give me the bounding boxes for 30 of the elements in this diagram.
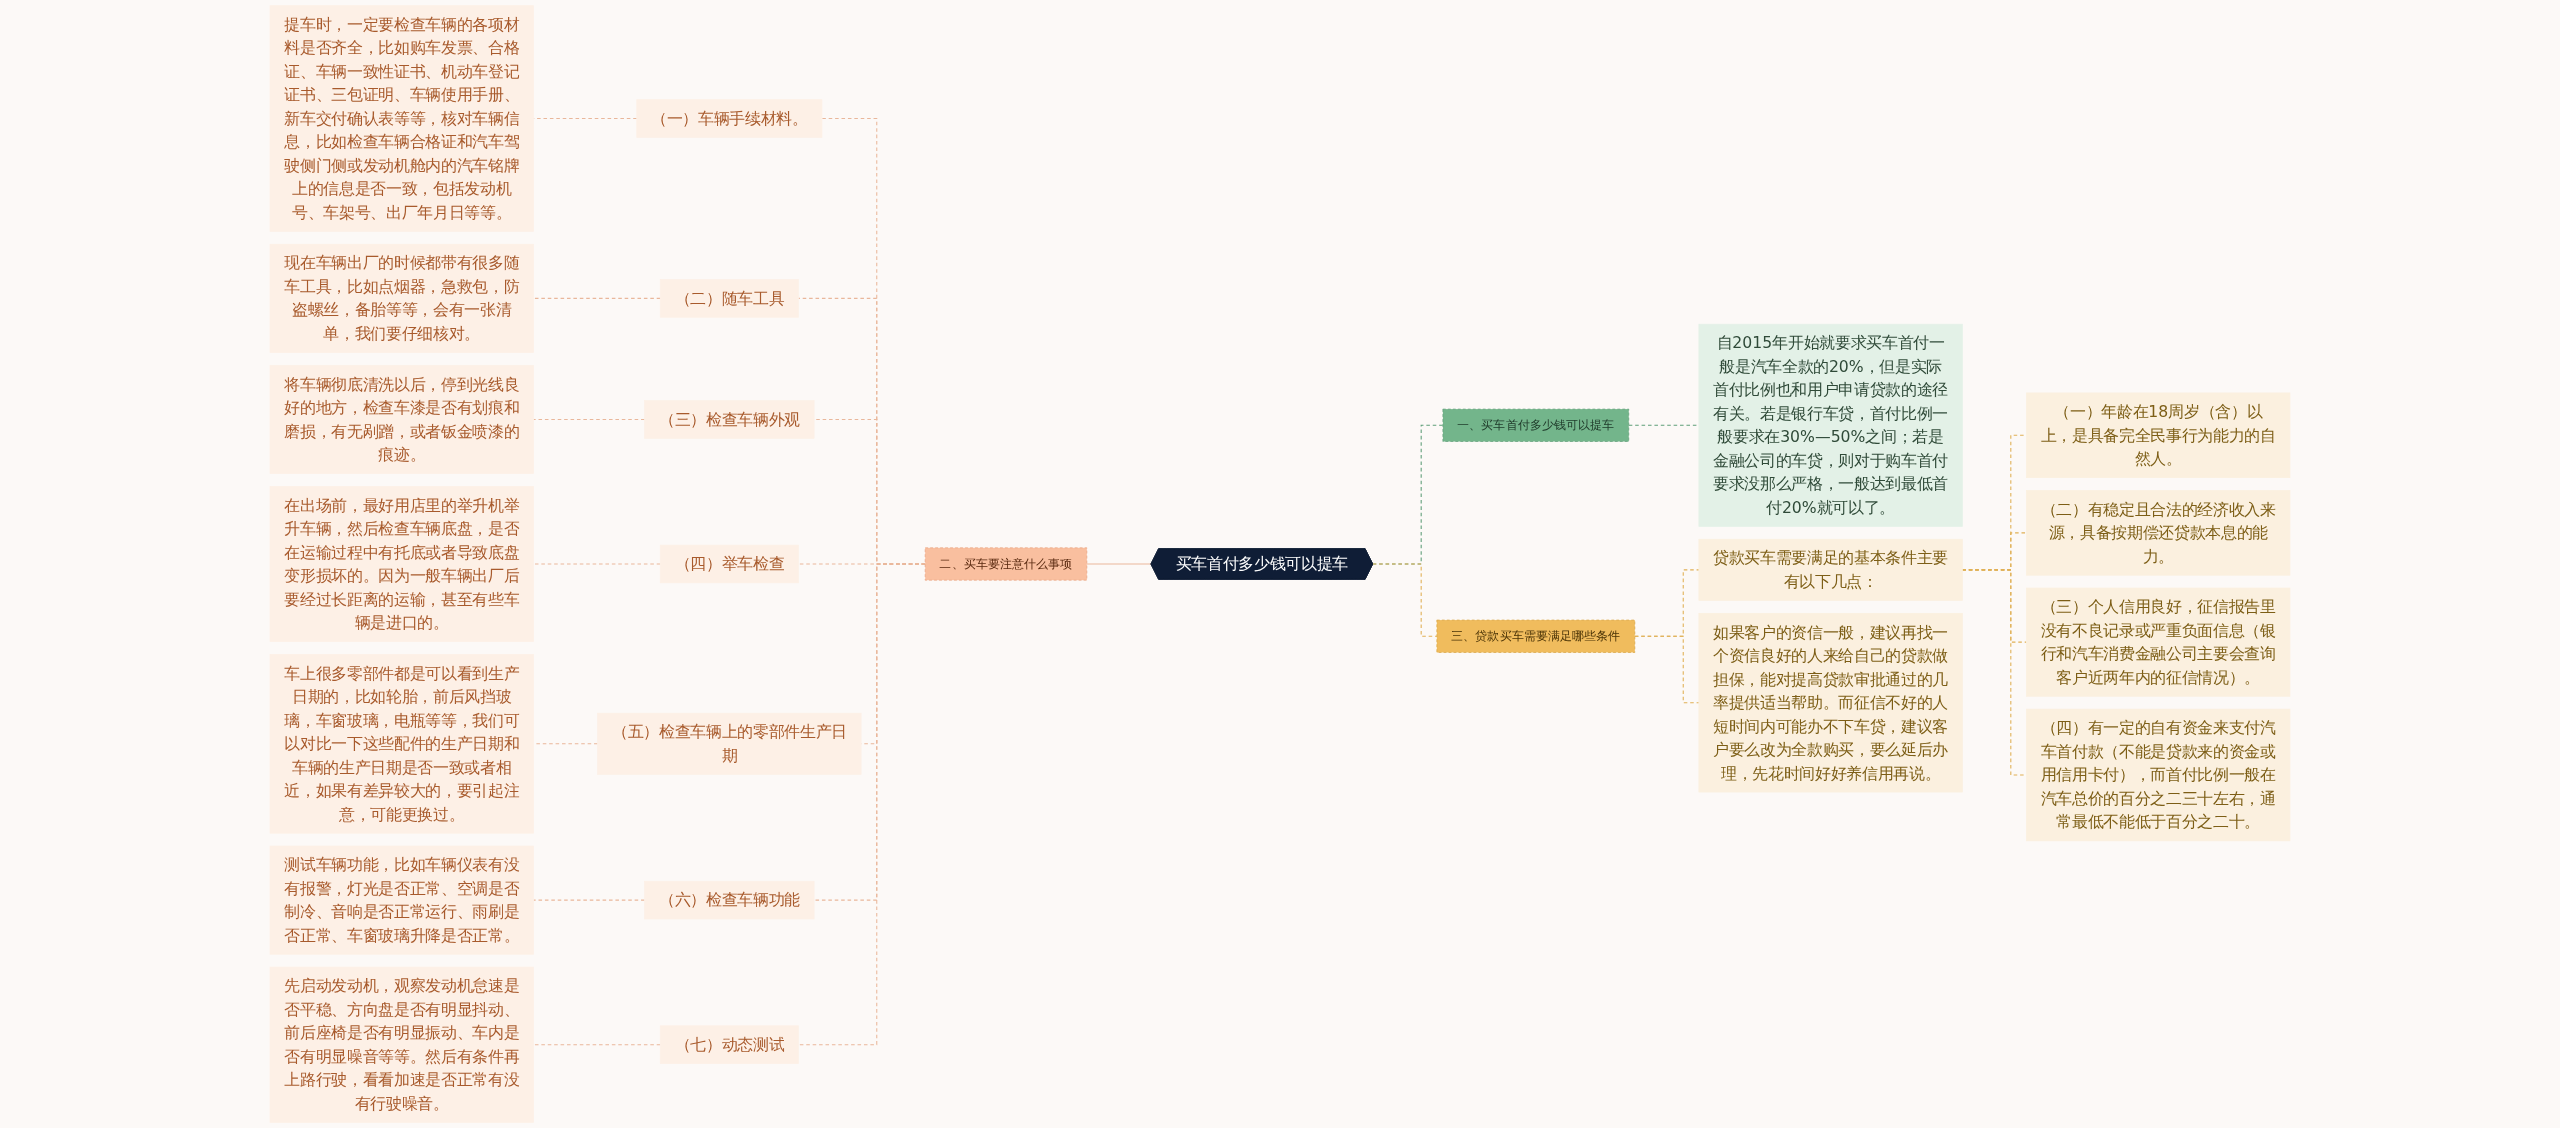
node-box: （七）动态测试 — [659, 1025, 799, 1064]
node-box: （六）检查车辆功能 — [644, 880, 815, 920]
connector — [797, 563, 926, 1046]
connector — [533, 899, 646, 901]
node-box: 在出场前，最好用店里的举升机举升车辆，然后检查车辆底盘，是否在运输过程中有托底或者导致底盘变形损坏的。因为一般车辆出厂后要经过长距离的运输，甚至有些车辆是进口的。 — [269, 486, 534, 642]
node-box: （四）举车检查 — [659, 544, 799, 584]
node-box: （一）车辆手续材料。 — [636, 99, 823, 138]
node-box: 贷款买车需要满足的基本条件主要有以下几点： — [1698, 538, 1963, 601]
node-box: 自2015年开始就要求买车首付一般是汽车全款的20%，但是实际首付比例也和用户申请贷款的途径有关。若是银行车贷，首付比例一般要求在30%—50%之间；若是金融公司的车贷，则对于购车首付要求没那么严格，一般达到最低首付20%就可以了。 — [1698, 323, 1963, 527]
node-box: （五）检查车辆上的零部件生产日期 — [597, 712, 862, 775]
connector — [1086, 563, 1152, 565]
node-box: 一、买车首付多少钱可以提车 — [1442, 408, 1630, 442]
node-box: 现在车辆出厂的时候都带有很多随车工具，比如点烟器，急救包，防盗螺丝，备胎等等，会有一张清单，我们要仔细核对。 — [269, 243, 534, 353]
node-box: （四）有一定的自有资金来支付汽车首付款（不能是贷款来的资金或用信用卡付），而首付比例一般在汽车总价的百分之二三十左右，通常最低不能低于百分之二十。 — [2026, 708, 2291, 842]
node-box: （三）检查车辆外观 — [644, 400, 815, 439]
node-box: 如果客户的资信一般，建议再找一个资信良好的人来给自己的贷款做担保，能对提高贷款审批通过的几率提供适当帮助。而征信不好的人短时间内可能办不下车贷，建议客户要么改为全款购买，要么延后办理，先花时间好好养信用再说。 — [1698, 612, 1963, 793]
connector — [1628, 424, 1700, 426]
node-box: （三）个人信用良好，征信报告里没有不良记录或严重负面信息（银行和汽车消费金融公司主要会查询客户近两年内的征信情况）。 — [2026, 587, 2291, 697]
node-box: 二、买车要注意什么事项 — [924, 547, 1088, 581]
node-box: （二）有稳定且合法的经济收入来源，具备按期偿还贷款本息的能力。 — [2026, 490, 2291, 576]
node-box: 将车辆彻底清洗以后，停到光线良好的地方，检查车漆是否有划痕和磨损，有无剐蹭，或者钣金喷漆的痕迹。 — [269, 364, 534, 474]
connector — [1634, 635, 1700, 704]
node-box: （二）随车工具 — [659, 279, 799, 318]
node-box: 测试车辆功能，比如车辆仪表有没有报警，灯光是否正常、空调是否制冷、音响是否正常运行、雨刷是否正常、车窗玻璃升降是否正常。 — [269, 845, 534, 955]
connector — [1961, 569, 2027, 776]
node-box: 先启动发动机，观察发动机怠速是否平稳、方向盘是否有明显抖动、前后座椅是否有明显振动、车内是否有明显噪音等等。然后有条件再上路行驶，看看加速是否正常有没有行驶噪音。 — [269, 966, 534, 1123]
connector — [533, 743, 599, 745]
node-box: 三、贷款买车需要满足哪些条件 — [1436, 619, 1636, 653]
connector — [533, 418, 646, 420]
node-box: （一）年龄在18周岁（含）以上，是具备完全民事行为能力的自然人。 — [2026, 392, 2291, 478]
